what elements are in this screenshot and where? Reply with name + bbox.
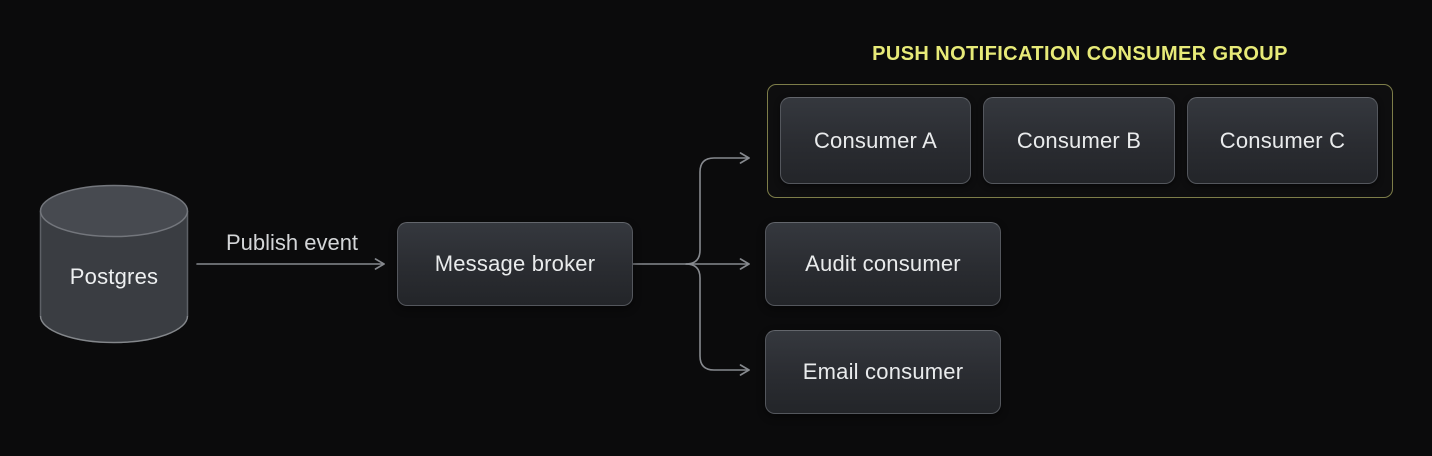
edge-broker-to-email: [685, 263, 750, 376]
message-broker-node: Message broker: [397, 222, 633, 306]
postgres-label: Postgres: [69, 264, 159, 289]
consumer-a-label: Consumer A: [813, 127, 938, 153]
audit-consumer-label: Audit consumer: [805, 251, 961, 276]
email-consumer-label: Email consumer: [802, 359, 964, 384]
message-broker-label: Message broker: [434, 251, 596, 276]
postgres-node: Postgres: [39, 184, 189, 344]
consumer-b-node: Consumer B: [983, 97, 1175, 184]
edge-broker-to-consumer-group: [685, 152, 750, 265]
email-consumer-node: Email consumer: [765, 330, 1001, 414]
consumer-c-label: Consumer C: [1219, 127, 1346, 153]
consumer-b-label: Consumer B: [1016, 127, 1142, 153]
consumer-c-node: Consumer C: [1187, 97, 1378, 184]
consumer-a-node: Consumer A: [780, 97, 971, 184]
edge-label-publish-event: Publish event: [225, 230, 359, 255]
database-cylinder-icon: [39, 184, 189, 344]
consumer-group-title: PUSH NOTIFICATION CONSUMER GROUP: [872, 43, 1288, 65]
push-notification-consumer-group: Consumer A Consumer B Consumer C: [767, 84, 1393, 198]
audit-consumer-node: Audit consumer: [765, 222, 1001, 306]
